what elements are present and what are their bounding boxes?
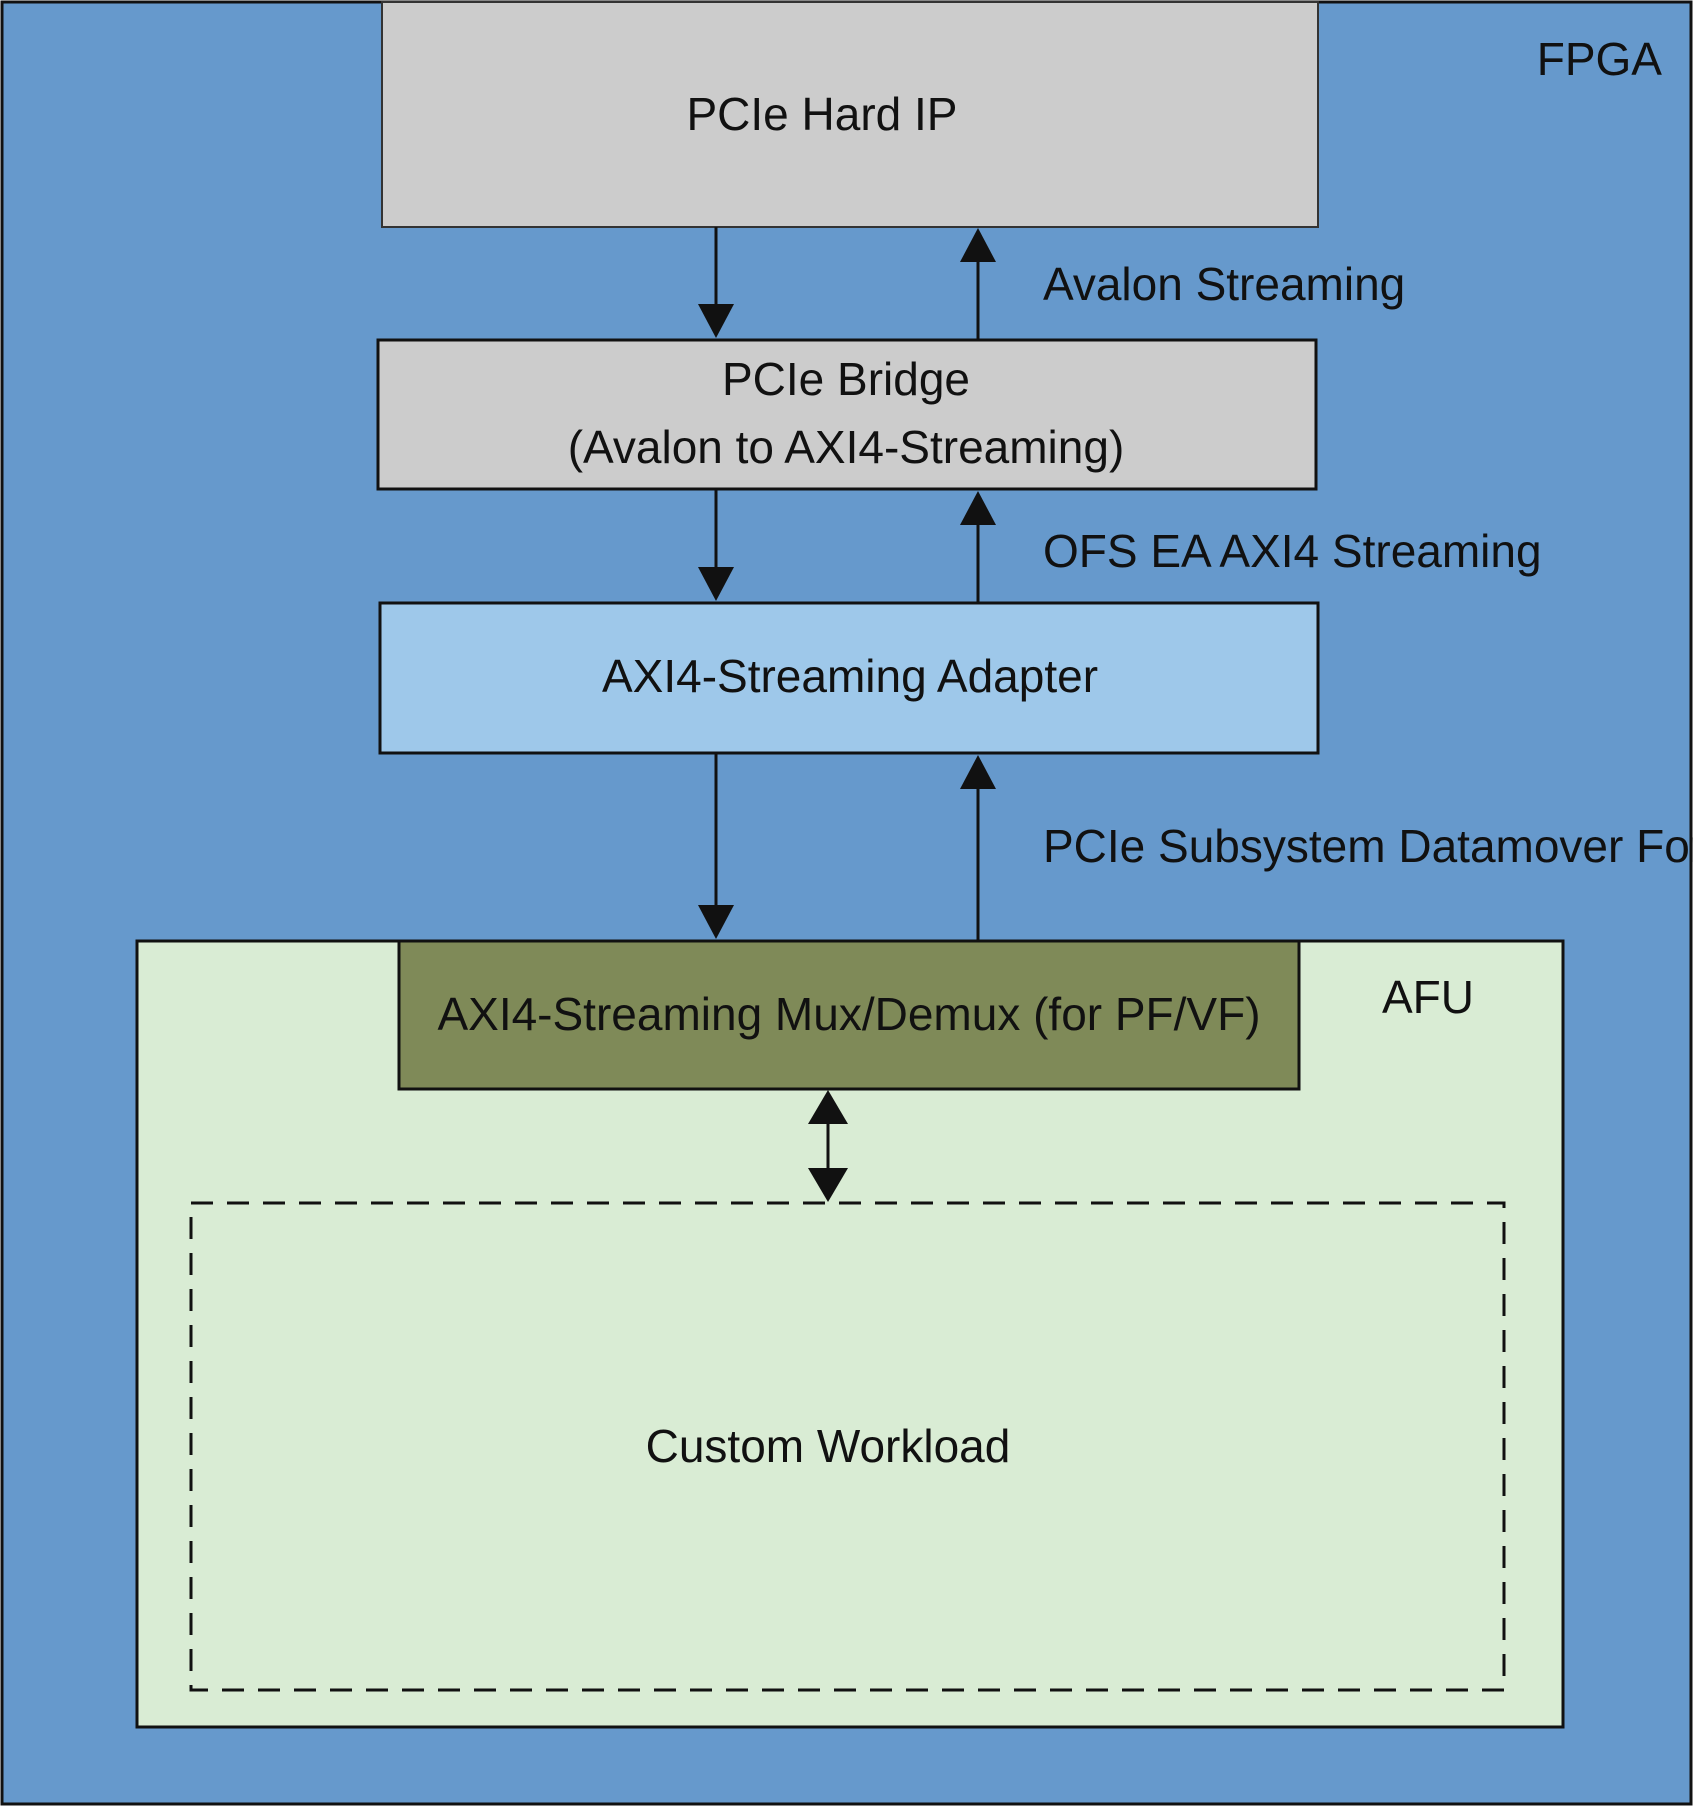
ofs-ea-axi4-streaming-label: OFS EA AXI4 Streaming: [1043, 525, 1542, 577]
arrow-adapter-to-mux: [698, 753, 734, 939]
pcie-bridge-label-line2: (Avalon to AXI4-Streaming): [568, 421, 1125, 473]
arrow-mux-to-adapter: [960, 755, 996, 941]
arrow-mux-workload-bidirectional: [808, 1090, 848, 1202]
afu-label: AFU: [1382, 971, 1474, 1023]
arrow-adapter-to-bridge: [960, 491, 996, 603]
datamover-format-label: PCIe Subsystem Datamover Format: [1043, 820, 1693, 872]
avalon-streaming-label: Avalon Streaming: [1043, 258, 1405, 310]
pcie-hard-ip-box: [381, 1, 1319, 228]
arrow-hardip-to-bridge: [698, 227, 734, 338]
custom-workload-box: [189, 1201, 1506, 1692]
pcie-bridge-box: [376, 338, 1318, 491]
mux-demux-label: AXI4-Streaming Mux/Demux (for PF/VF): [437, 988, 1260, 1040]
pcie-bridge-label-line1: PCIe Bridge: [722, 353, 970, 405]
axi4-streaming-adapter-box: [378, 601, 1320, 755]
arrow-bridge-to-hardip: [960, 228, 996, 340]
fpga-label: FPGA: [1537, 33, 1663, 85]
mux-demux-box: [397, 939, 1301, 1091]
arrow-bridge-to-adapter: [698, 489, 734, 601]
custom-workload-label: Custom Workload: [646, 1420, 1011, 1472]
axi4-streaming-adapter-label: AXI4-Streaming Adapter: [602, 650, 1098, 702]
pcie-hard-ip-label: PCIe Hard IP: [687, 88, 958, 140]
